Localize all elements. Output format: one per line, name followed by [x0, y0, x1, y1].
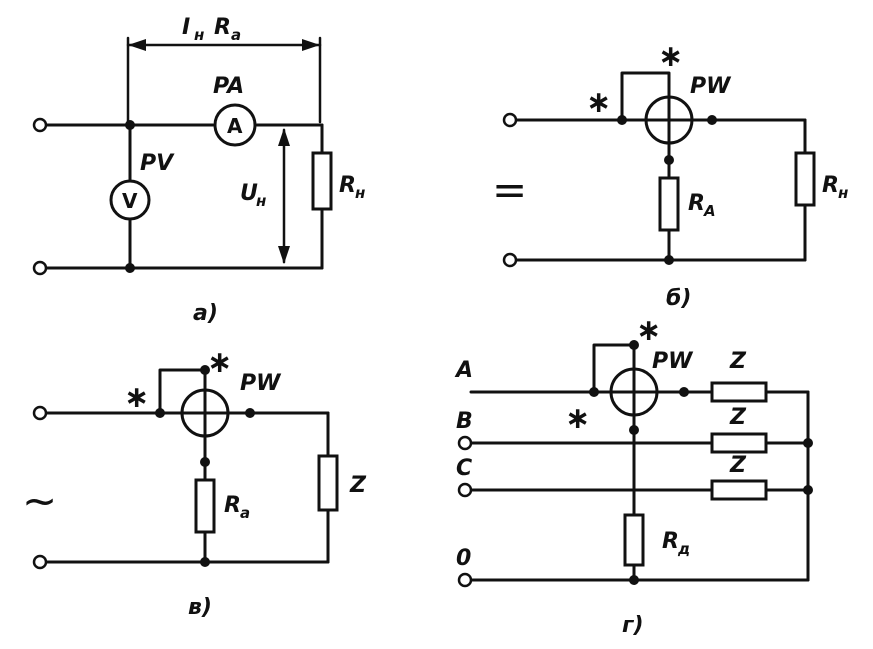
load-label-c: Z	[729, 453, 747, 478]
phase-label-c: C	[456, 456, 472, 481]
phase-label-neutral: 0	[456, 546, 471, 571]
load-label-sub: н	[355, 184, 365, 202]
load-label-b: Z	[729, 405, 747, 430]
star-current: ∗	[586, 85, 611, 120]
junction-out	[245, 408, 255, 418]
diagram-a: I н R а A PA V PV U н R н а)	[32, 15, 365, 326]
diagram-b: = PW ∗ ∗ R A R н б)	[492, 39, 848, 311]
junction-neutral	[629, 575, 639, 585]
dim-label-i: I	[182, 15, 190, 40]
junction-resistor	[200, 457, 210, 467]
caption-a: а)	[193, 301, 218, 326]
terminal-top	[32, 405, 48, 421]
junction-bottom	[200, 557, 210, 567]
additional-resistor	[623, 513, 645, 567]
wattmeter-label: PW	[240, 371, 282, 396]
junction-star-c	[803, 485, 813, 495]
junction-loop	[589, 387, 599, 397]
terminal-top	[32, 117, 48, 133]
junction-bottom	[664, 255, 674, 265]
caption-v: в)	[188, 595, 212, 620]
load-label-sub: н	[838, 184, 848, 202]
junction-out	[707, 115, 717, 125]
junction-top	[125, 120, 135, 130]
junction-voltage-top	[629, 340, 639, 350]
wire-voltage-loop	[620, 71, 671, 122]
terminal-top	[502, 112, 518, 128]
additional-resistor	[658, 176, 680, 232]
caption-b: б)	[666, 286, 691, 311]
terminal-phase-c	[457, 482, 473, 498]
star-current: ∗	[565, 401, 590, 436]
star-current: ∗	[124, 380, 149, 415]
terminal-bottom	[32, 260, 48, 276]
star-voltage: ∗	[207, 345, 232, 380]
load-impedance	[317, 454, 339, 512]
voltmeter-symbol: V	[122, 189, 138, 213]
load-impedance-a	[710, 381, 768, 403]
load-impedance-b	[710, 432, 768, 454]
wire-voltage-loop	[592, 343, 636, 394]
terminal-phase-b	[457, 435, 473, 451]
ac-supply-symbol: ~	[22, 476, 57, 525]
ammeter-label: PA	[213, 74, 244, 99]
additional-resistor	[194, 478, 216, 534]
load-label: R	[822, 173, 839, 198]
diagram-v: ~ PW ∗ ∗ R a Z в)	[22, 345, 367, 620]
voltage-arrow-bottom	[278, 246, 290, 264]
resistor-label: R	[662, 529, 679, 554]
load-label-a: Z	[729, 349, 747, 374]
dim-label-i-sub: н	[194, 26, 204, 44]
load-impedance-c	[710, 479, 768, 501]
load-resistor	[794, 151, 816, 207]
caption-g: г)	[622, 613, 644, 638]
voltage-arrow-top	[278, 128, 290, 146]
dc-supply-symbol: =	[492, 165, 527, 214]
voltmeter-label: PV	[140, 151, 175, 176]
junction-star-b	[803, 438, 813, 448]
star-voltage: ∗	[636, 313, 661, 348]
resistor-label-sub: a	[240, 504, 250, 522]
terminal-neutral	[457, 572, 473, 588]
wattmeter-label: PW	[690, 74, 732, 99]
terminal-bottom	[32, 554, 48, 570]
load-label: Z	[349, 473, 367, 498]
junction-voltage-cross	[629, 425, 639, 435]
junction-bottom	[125, 263, 135, 273]
resistor-label-sub: д	[677, 540, 690, 558]
junction-resistor	[664, 155, 674, 165]
junction-voltage-top	[200, 365, 210, 375]
resistor-label-sub: A	[703, 202, 716, 220]
junction-loop	[617, 115, 627, 125]
dim-arrow-left	[128, 39, 146, 51]
load-label: R	[339, 173, 356, 198]
ammeter-symbol: A	[227, 114, 243, 138]
junction-out	[679, 387, 689, 397]
wire-voltage-loop	[158, 368, 207, 415]
ammeter	[213, 103, 257, 147]
resistor-label: R	[688, 191, 705, 216]
dim-label-r-sub: а	[231, 26, 241, 44]
dim-label-r: R	[214, 15, 231, 40]
voltage-label: U	[240, 181, 258, 206]
junction-loop	[155, 408, 165, 418]
phase-label-a: A	[454, 358, 473, 383]
wattmeter-label: PW	[652, 349, 694, 374]
load-resistor	[311, 151, 333, 211]
voltmeter	[109, 179, 151, 221]
terminal-bottom	[502, 252, 518, 268]
voltage-label-sub: н	[256, 192, 266, 210]
star-voltage: ∗	[658, 39, 683, 74]
phase-label-b: B	[456, 409, 473, 434]
dim-arrow-right	[302, 39, 320, 51]
resistor-label: R	[224, 493, 241, 518]
diagram-g: PW ∗ ∗ A B C 0 Z Z Z R д г)	[454, 313, 813, 638]
